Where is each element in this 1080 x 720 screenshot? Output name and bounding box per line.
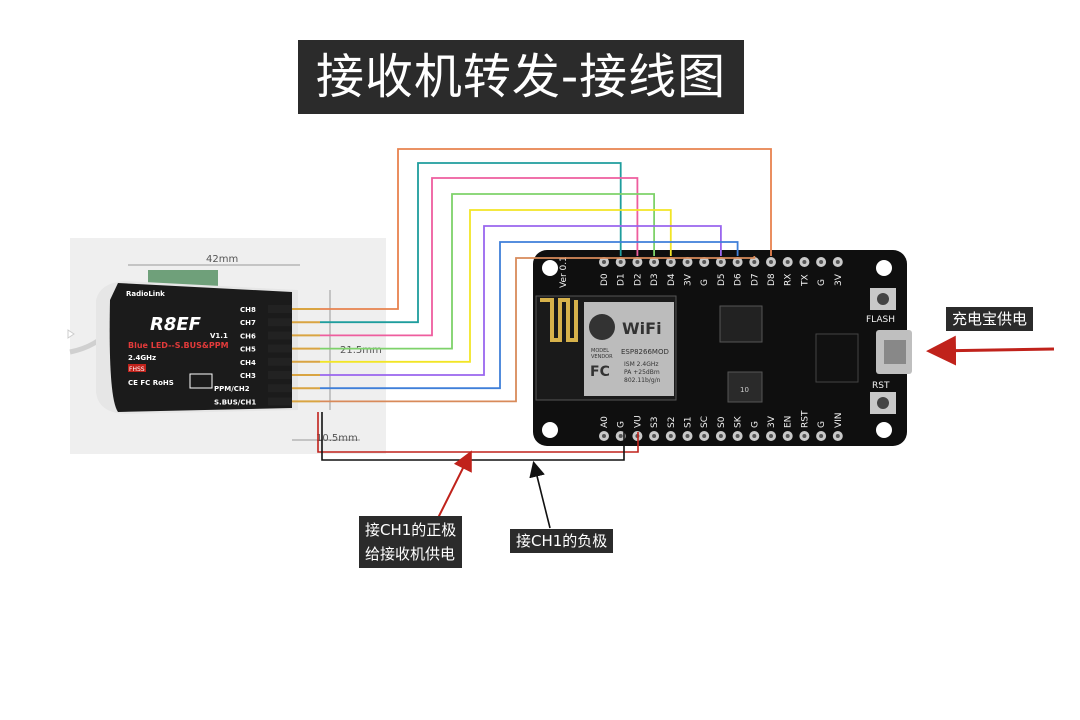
- receiver-pin-label: CH7: [240, 319, 256, 327]
- top-pin-label: D2: [633, 273, 643, 286]
- receiver-band: 2.4GHz: [128, 354, 156, 362]
- receiver-pin-label: S.BUS/CH1: [214, 398, 256, 406]
- receiver-pin-label: CH6: [240, 332, 256, 340]
- module-line-2: VENDOR: [591, 354, 613, 360]
- bottom-pin-label: VIN: [834, 412, 844, 428]
- page-title: 接收机转发-接线图: [298, 40, 744, 114]
- receiver-pin: [268, 384, 292, 393]
- signal-wire: [320, 148, 772, 310]
- receiver-brand: RadioLink: [126, 290, 165, 298]
- top-pin-label: D8: [767, 273, 777, 286]
- dim-width: 42mm: [206, 254, 238, 265]
- receiver-pin: [268, 357, 292, 366]
- ch1-positive-line-1: 接CH1的正极: [365, 521, 457, 539]
- power-wires: [317, 335, 1055, 529]
- bottom-pin-label: RST: [800, 410, 810, 428]
- rst-button-label: RST: [872, 381, 890, 391]
- svg-text:FC: FC: [590, 364, 610, 380]
- bottom-pin-label: S2: [667, 417, 677, 428]
- receiver-certs: CE FC RoHS: [128, 379, 174, 387]
- bottom-pin-label: SC: [700, 416, 710, 428]
- board-bottom-header: A0 G VU S3 S2 S1 SC S0 SK G 3V EN RST G VIN: [599, 410, 844, 441]
- receiver-features: Blue LED--S.BUS&PPM: [128, 341, 229, 350]
- module-spec-2: PA +25dBm: [624, 369, 660, 376]
- positive-wire: [317, 412, 639, 453]
- receiver-model: R8EF: [150, 314, 202, 335]
- signal-wire: [320, 177, 639, 337]
- bottom-pin-label: A0: [600, 416, 610, 428]
- power-bank-label: 充电宝供电: [946, 307, 1034, 331]
- module-line-1: MODEL: [591, 348, 609, 354]
- receiver-pin: [268, 397, 292, 406]
- bottom-pin-label: 3V: [767, 415, 777, 428]
- ch1-positive-line-2: 给接收机供电: [365, 545, 456, 563]
- receiver-pin: [268, 371, 292, 379]
- top-pin-label: D1: [617, 273, 627, 286]
- bottom-pin-label: G: [617, 421, 627, 428]
- wifi-logo: WiFi: [622, 319, 662, 338]
- bottom-pin-label: EN: [784, 416, 794, 428]
- negative-wire: [321, 412, 625, 461]
- top-pin-label: D6: [734, 273, 744, 286]
- receiver-pin-label: CH5: [240, 346, 256, 354]
- receiver-pin-label: PPM/CH2: [214, 385, 250, 393]
- top-pin-label: D4: [667, 273, 677, 286]
- module-name: ESP8266MOD: [621, 348, 669, 356]
- signal-wire: [320, 256, 756, 403]
- bottom-pin-label: S1: [684, 417, 694, 428]
- receiver-version: V1.1: [210, 332, 228, 340]
- receiver-pin-header: [268, 305, 320, 406]
- receiver-pin-label: CH8: [240, 306, 256, 314]
- bottom-pin-label: G: [750, 421, 760, 428]
- flash-button-label: FLASH: [866, 315, 895, 325]
- top-pin-label: D5: [717, 273, 727, 286]
- bottom-pin-label: G: [817, 421, 827, 428]
- board-version: Ver 0.1: [559, 256, 569, 288]
- module-spec-3: 802.11b/g/n: [624, 377, 661, 384]
- receiver-pin-label: CH3: [240, 372, 256, 380]
- dim-height: 21.5mm: [340, 345, 382, 356]
- bottom-pin-label: S3: [650, 417, 660, 428]
- ch1-negative-label: 接CH1的负极: [510, 529, 614, 553]
- signal-wire: [320, 225, 722, 376]
- receiver-pin-label: CH4: [240, 359, 256, 367]
- top-pin-label: G: [817, 279, 827, 286]
- signal-wire: [320, 241, 739, 390]
- module-spec-1: ISM 2.4GHz: [624, 361, 659, 368]
- bottom-pin-label: S0: [717, 416, 727, 428]
- signal-wires: [320, 148, 772, 403]
- top-pin-label: D3: [650, 273, 660, 286]
- top-pin-label: D7: [750, 273, 760, 286]
- bottom-pin-label: VU: [633, 415, 643, 428]
- power-bank-arrow: [926, 335, 1055, 366]
- board-top-header: D0 D1 D2 D3 D4 3V G D5 D6 D7 D8 RX TX G 3V: [599, 257, 844, 287]
- esp8266-module: WiFi MODEL VENDOR ESP8266MOD FC ISM 2.4G…: [535, 295, 677, 401]
- ch1-positive-label: 接CH1的正极 给接收机供电: [359, 516, 463, 568]
- receiver-panel: 42mm 21.5mm 10.5mm RadioLink R8EF V1.1 B…: [67, 238, 386, 454]
- receiver-pin: [268, 305, 292, 313]
- receiver-pin: [268, 344, 292, 353]
- positive-arrow: [435, 450, 472, 523]
- receiver-r8ef: RadioLink R8EF V1.1 Blue LED--S.BUS&PPM …: [96, 270, 320, 414]
- cap-label: 10: [740, 386, 749, 394]
- bottom-pin-label: SK: [734, 415, 744, 428]
- top-pin-label: G: [700, 279, 710, 286]
- nodemcu-board: Ver 0.1 WiFi MODEL VENDOR ESP8266MOD FC …: [533, 250, 912, 446]
- receiver-pin: [268, 318, 292, 327]
- negative-arrow: [529, 460, 551, 529]
- top-pin-label: RX: [784, 274, 794, 286]
- dim-depth: 10.5mm: [316, 433, 358, 444]
- signal-wire: [320, 193, 655, 350]
- top-pin-label: D0: [600, 273, 610, 286]
- top-pin-label: TX: [800, 274, 810, 287]
- top-pin-label: 3V: [834, 273, 844, 286]
- receiver-protocol: FHSS: [129, 366, 145, 373]
- top-pin-label: 3V: [684, 273, 694, 286]
- receiver-pin: [268, 331, 292, 340]
